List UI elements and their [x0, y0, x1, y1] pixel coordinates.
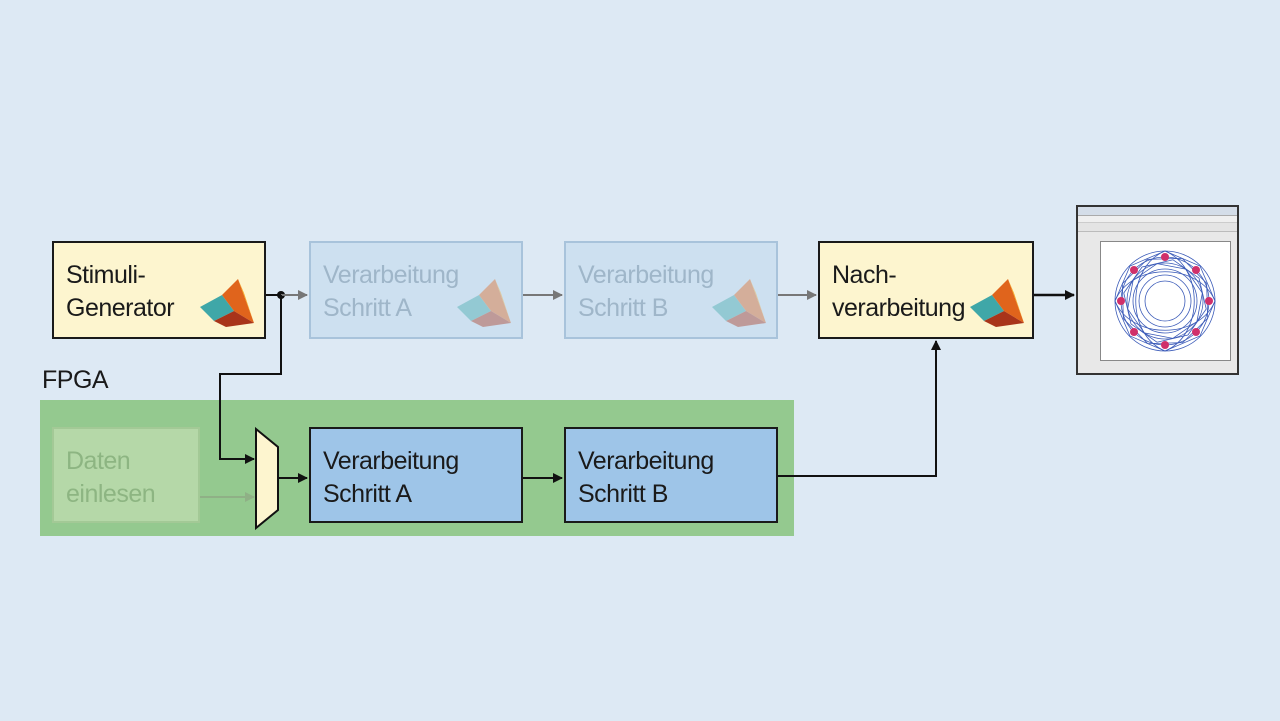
- wire-fpga-b-to-post: [778, 340, 941, 477]
- processing-step-b-host-block: Verarbeitung Schritt B: [564, 241, 778, 339]
- stimuli-generator-block: Stimuli- Generator: [52, 241, 266, 339]
- plot-window-menubar: [1078, 216, 1237, 223]
- stimuli-generator-label: Stimuli- Generator: [66, 261, 175, 322]
- processing-step-b-fpga-block: Verarbeitung Schritt B: [564, 427, 778, 523]
- processing-step-a-host-block: Verarbeitung Schritt A: [309, 241, 523, 339]
- matlab-logo-icon: [970, 279, 1024, 327]
- wire-stimuli-to-mux: [219, 295, 282, 464]
- read-data-label: Daten einlesen: [66, 447, 156, 508]
- processing-step-a-fpga-block: Verarbeitung Schritt A: [309, 427, 523, 523]
- processing-step-b-host-label: Verarbeitung Schritt B: [578, 261, 714, 322]
- plot-window-icon: [1076, 205, 1239, 375]
- mux-icon: [255, 426, 279, 531]
- plot-axes: [1100, 241, 1231, 361]
- matlab-logo-icon: [712, 279, 766, 327]
- fpga-label: FPGA: [42, 366, 109, 394]
- processing-step-a-fpga-label: Verarbeitung Schritt A: [323, 447, 459, 508]
- post-processing-label: Nach- verarbeitung: [832, 261, 965, 322]
- processing-step-a-host-label: Verarbeitung Schritt A: [323, 261, 459, 322]
- processing-step-b-fpga-label: Verarbeitung Schritt B: [578, 447, 714, 508]
- constellation-plot: [1114, 250, 1216, 352]
- read-data-block: Daten einlesen: [52, 427, 200, 523]
- matlab-logo-icon: [200, 279, 254, 327]
- plot-window-toolbar: [1078, 223, 1237, 232]
- post-processing-block: Nach- verarbeitung: [818, 241, 1034, 339]
- matlab-logo-icon: [457, 279, 511, 327]
- plot-window-titlebar: [1078, 207, 1237, 216]
